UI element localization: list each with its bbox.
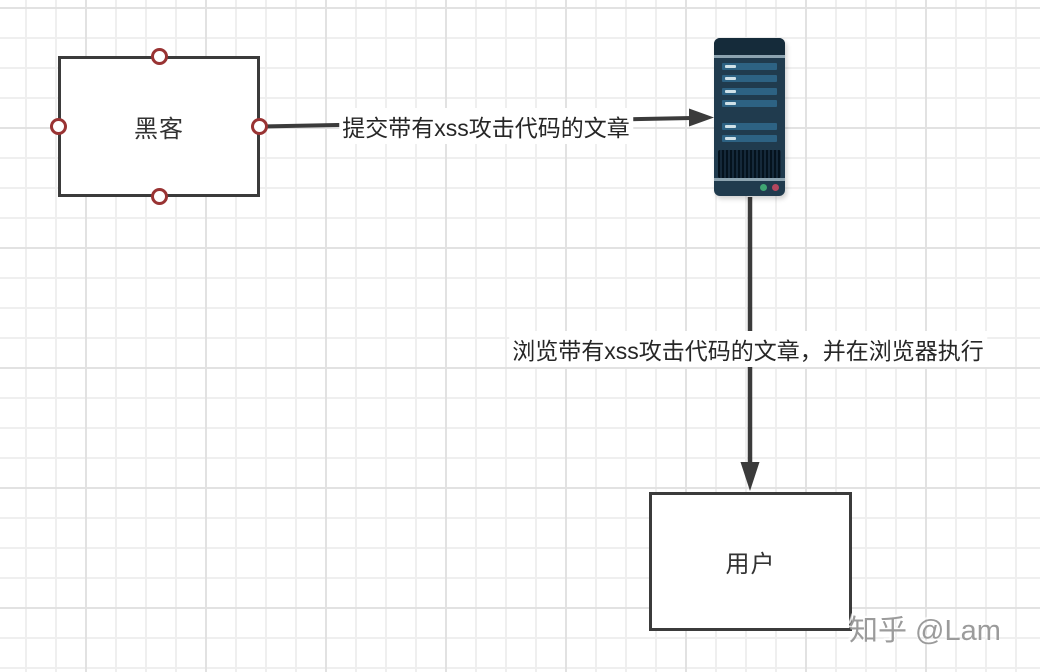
- edge-submit-label[interactable]: 提交带有xss攻击代码的文章: [339, 108, 633, 144]
- server-slot-bar: [722, 100, 777, 107]
- server-slot-bar: [722, 63, 777, 70]
- edge-browse-arrowhead-icon[interactable]: [740, 462, 760, 491]
- server-icon[interactable]: [714, 38, 785, 196]
- server-slot-bar: [722, 135, 777, 142]
- server-led-red: [772, 184, 779, 191]
- server-slot-bar: [722, 75, 777, 82]
- server-vents: [718, 150, 781, 178]
- hacker-node-label: 黑客: [134, 116, 184, 143]
- hacker-handle-top[interactable]: [151, 48, 168, 65]
- hacker-node[interactable]: 黑客: [58, 56, 260, 197]
- edge-browse-label[interactable]: 浏览带有xss攻击代码的文章，并在浏览器执行: [509, 331, 987, 367]
- server-led-green: [760, 184, 767, 191]
- hacker-handle-right[interactable]: [251, 118, 268, 135]
- user-node[interactable]: 用户: [649, 492, 852, 631]
- server-slot-bar: [722, 123, 777, 130]
- server-divider-top: [714, 55, 785, 58]
- server-body: [714, 38, 785, 196]
- edge-submit-arrowhead-icon[interactable]: [689, 108, 714, 127]
- hacker-handle-left[interactable]: [50, 118, 67, 135]
- server-divider-bottom: [714, 178, 785, 181]
- watermark: 知乎 @Lam: [849, 615, 1001, 647]
- server-slot-bar: [722, 88, 777, 95]
- hacker-handle-bottom[interactable]: [151, 188, 168, 205]
- user-node-label: 用户: [725, 551, 776, 578]
- server-cap: [714, 38, 785, 55]
